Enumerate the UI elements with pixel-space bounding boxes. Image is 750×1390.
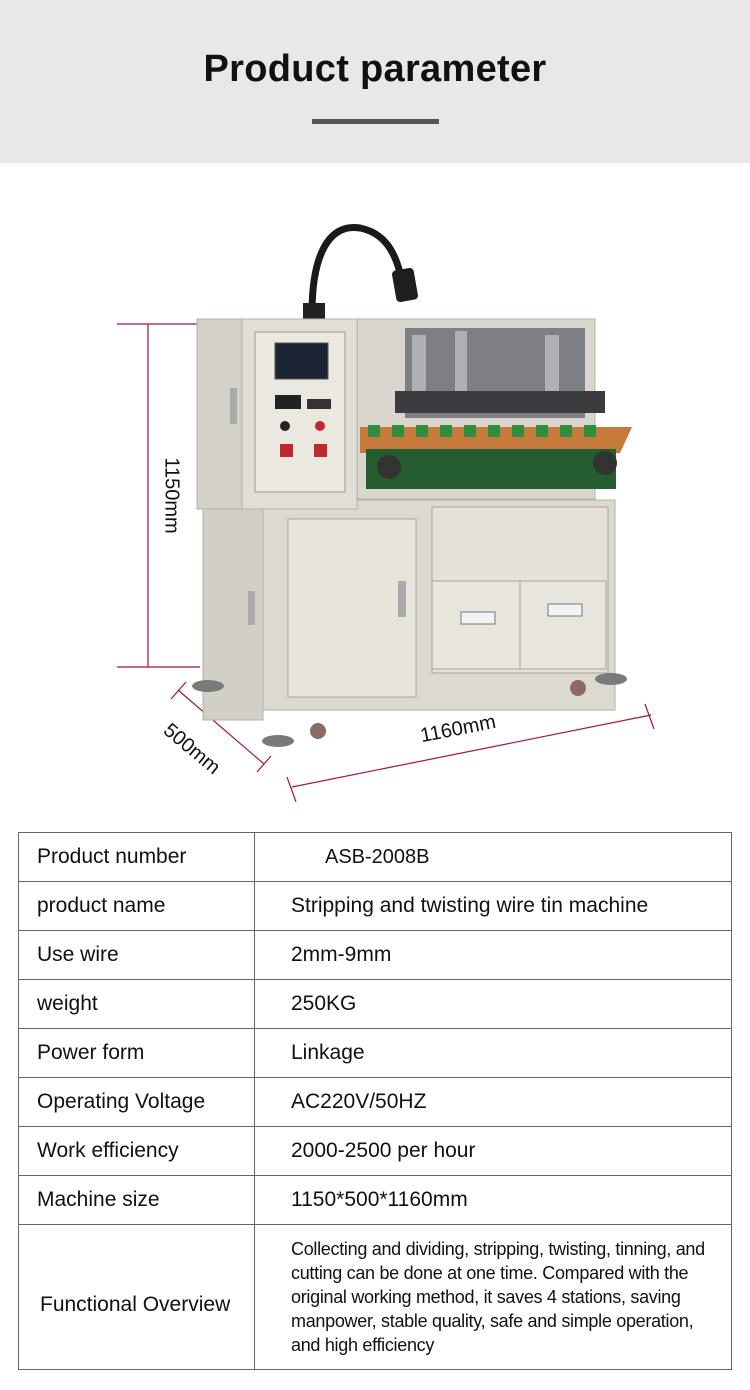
- row-value: Linkage: [254, 1028, 732, 1078]
- row-value: 2mm-9mm: [254, 930, 732, 980]
- row-label: Use wire: [18, 930, 255, 980]
- row-value: Collecting and dividing, stripping, twis…: [254, 1224, 732, 1370]
- row-value: Stripping and twisting wire tin machine: [254, 881, 732, 931]
- row-value: ASB-2008B: [254, 832, 732, 882]
- row-label: Machine size: [18, 1175, 255, 1225]
- table-row: Operating Voltage AC220V/50HZ: [18, 1077, 732, 1127]
- row-label: product name: [18, 881, 255, 931]
- machine-figure: 1150mm 500mm 1160mm: [0, 163, 750, 823]
- table-row: Power form Linkage: [18, 1028, 732, 1078]
- row-value: 1150*500*1160mm: [254, 1175, 732, 1225]
- height-dimension-line: [117, 323, 200, 668]
- page-title: Product parameter: [203, 48, 547, 90]
- row-label: Operating Voltage: [18, 1077, 255, 1127]
- table-row: Product number ASB-2008B: [18, 832, 732, 882]
- row-value: AC220V/50HZ: [254, 1077, 732, 1127]
- table-row: Functional Overview Collecting and divid…: [18, 1224, 732, 1370]
- row-label: Product number: [18, 832, 255, 882]
- row-value: 250KG: [254, 979, 732, 1029]
- machine-illustration: [117, 223, 655, 803]
- table-row: Machine size 1150*500*1160mm: [18, 1175, 732, 1225]
- row-label: Functional Overview: [18, 1224, 255, 1370]
- depth-dimension-line: [170, 681, 272, 773]
- row-label: Power form: [18, 1028, 255, 1078]
- table-row: Work efficiency 2000-2500 per hour: [18, 1126, 732, 1176]
- row-value: 2000-2500 per hour: [254, 1126, 732, 1176]
- title-underline: [312, 119, 439, 124]
- parameter-table: Product number ASB-2008B product name St…: [18, 832, 732, 1370]
- header-banner: Product parameter: [0, 0, 750, 163]
- width-dimension-line: [286, 703, 655, 803]
- height-dimension-label: 1150mm: [160, 457, 183, 534]
- row-label: Work efficiency: [18, 1126, 255, 1176]
- table-row: Use wire 2mm-9mm: [18, 930, 732, 980]
- table-row: weight 250KG: [18, 979, 732, 1029]
- row-label: weight: [18, 979, 255, 1029]
- table-row: product name Stripping and twisting wire…: [18, 881, 732, 931]
